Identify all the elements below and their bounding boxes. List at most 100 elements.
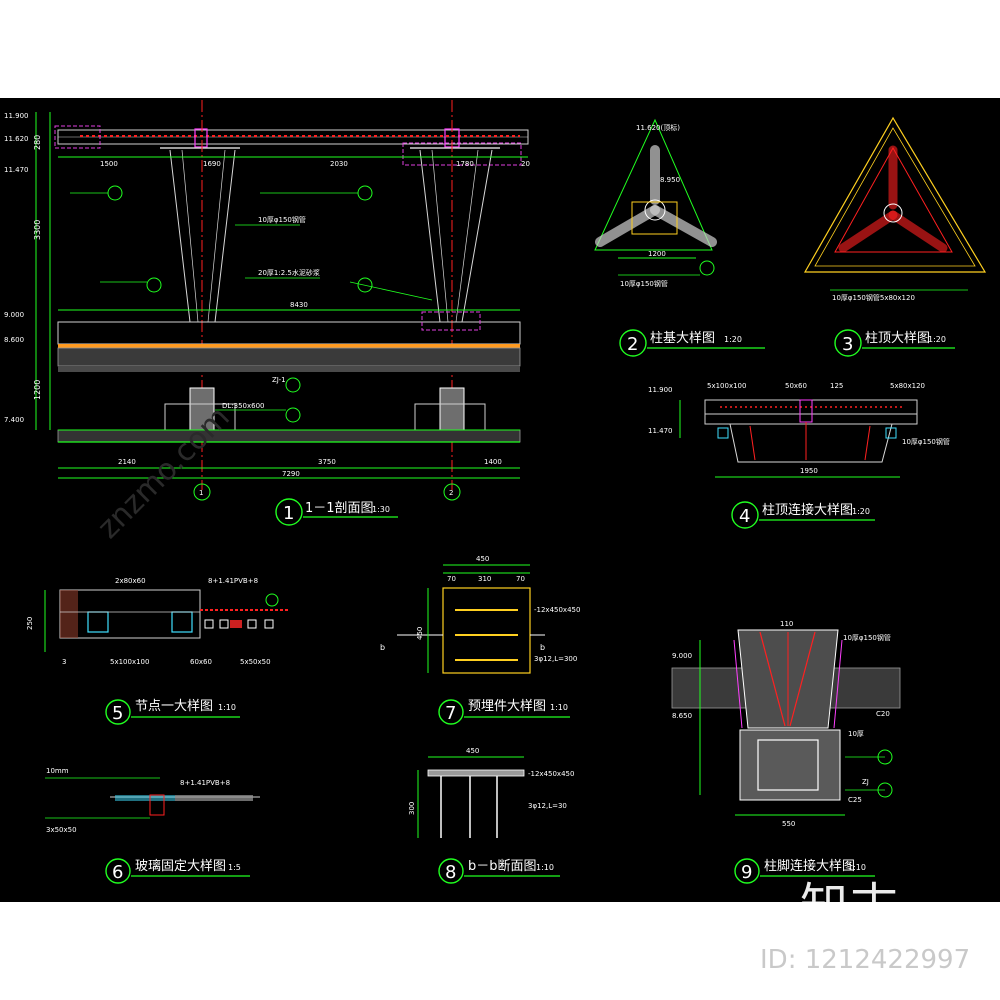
s5-note-2: 8+1.41PVB+8 <box>208 577 258 585</box>
axis-label-2: 2 <box>449 489 453 497</box>
section-7-scale: 1:10 <box>550 703 568 712</box>
top-dim-2: 1690 <box>203 160 221 168</box>
s5-note-6: 5x50x50 <box>240 658 271 666</box>
section-4-drawing <box>679 399 918 529</box>
section-3-scale: 1:20 <box>928 335 946 344</box>
s6-note-1: 10mm <box>46 767 69 775</box>
section-3-drawing <box>803 116 987 357</box>
s9-note-2: C20 <box>876 710 890 718</box>
level-3: 11.470 <box>4 166 29 174</box>
s7-dim-c: 70 <box>516 575 525 583</box>
s4-level-2: 11.470 <box>648 427 673 435</box>
section-7-title: 预埋件大样图 <box>468 699 546 714</box>
bottom-dim-1: 2140 <box>118 458 136 466</box>
s7-dim-b: 310 <box>478 575 491 583</box>
s7-cut-left: b <box>380 643 385 652</box>
section-9-drawing <box>671 629 901 884</box>
section-3-number: 3 <box>842 334 853 355</box>
s9-level-1: 9.000 <box>672 652 692 660</box>
level-1: 11.900 <box>4 112 29 120</box>
axis-label-1: 1 <box>199 489 203 497</box>
s6-note-3: 3x50x50 <box>46 826 77 834</box>
s2-top-level: 11.620(顶标) <box>636 123 680 132</box>
s7-note-1: -12x450x450 <box>534 606 580 614</box>
section-9-title: 柱脚连接大样图 <box>764 858 855 874</box>
section-9-scale: 1:10 <box>848 863 866 872</box>
section-5-drawing <box>44 589 290 725</box>
s6-note-2: 8+1.41PVB+8 <box>180 779 230 787</box>
top-dim-3: 2030 <box>330 160 348 168</box>
s7-top-dim: 450 <box>476 555 489 563</box>
section-5-number: 5 <box>112 703 123 724</box>
image-id-label: ID: 1212422997 <box>760 945 971 975</box>
section-6-number: 6 <box>112 862 123 883</box>
s9-note-4: ZJ <box>862 778 869 786</box>
bottom-dim-3: 1400 <box>484 458 502 466</box>
section-5-scale: 1:10 <box>218 703 236 712</box>
section-8-title: b－b断面图 <box>468 859 537 874</box>
s9-note-3: 10厚 <box>848 730 864 738</box>
s9-note-5: C25 <box>848 796 862 804</box>
section-1-title: 1－1剖面图 <box>305 501 374 516</box>
section-7-number: 7 <box>445 703 456 724</box>
section-2-title: 柱基大样图 <box>650 331 715 346</box>
s9-note-1: 10厚φ150钢管 <box>843 633 891 642</box>
level-2: 11.620 <box>4 135 29 143</box>
s8-side-dim: 300 <box>408 802 416 815</box>
section-7-drawing <box>397 564 570 725</box>
s5-note-1: 2x80x60 <box>115 577 146 585</box>
section-8-drawing <box>417 756 560 884</box>
s7-note-2: 3φ12,L=300 <box>534 655 577 663</box>
s4-note-3: 125 <box>830 382 843 390</box>
cad-drawing-sheet: 11.900 11.620 11.470 9.000 8.600 7.400 1… <box>0 98 1000 902</box>
brand-logo: 知末 <box>800 878 901 934</box>
level-5: 8.600 <box>4 336 24 344</box>
inner-dim: 8430 <box>290 301 308 309</box>
s4-note-5: 10厚φ150钢管 <box>902 437 950 446</box>
section-4-title: 柱顶连接大样图 <box>762 502 853 518</box>
s9-bottom-dim: 550 <box>782 820 795 828</box>
note-steel-pipe: 10厚φ150钢管 <box>258 215 306 224</box>
s5-dim: 250 <box>26 617 34 630</box>
section-1-number: 1 <box>283 503 294 524</box>
section-9-number: 9 <box>741 862 752 883</box>
s9-level-2: 8.650 <box>672 712 692 720</box>
top-dim-4: 1780 <box>456 160 474 168</box>
s8-note-2: 3φ12,L=30 <box>528 802 567 810</box>
s5-note-4: 5x100x100 <box>110 658 149 666</box>
s2-dim: 1200 <box>648 250 666 258</box>
section-2-drawing <box>594 118 765 357</box>
s2-note: 10厚φ150钢管 <box>620 279 668 288</box>
section-8-number: 8 <box>445 862 456 883</box>
s7-side-dim: 450 <box>416 627 424 640</box>
top-dim-5: 20 <box>521 160 530 168</box>
total-dim: 7290 <box>282 470 300 478</box>
section-6-scale: 1:5 <box>228 863 241 872</box>
section-8-scale: 1:10 <box>536 863 554 872</box>
cad-drawing: 11.900 11.620 11.470 9.000 8.600 7.400 1… <box>4 100 987 884</box>
section-4-scale: 1:20 <box>852 507 870 516</box>
s8-note-1: -12x450x450 <box>528 770 574 778</box>
section-4-number: 4 <box>739 506 750 527</box>
s8-top-dim: 450 <box>466 747 479 755</box>
note-mortar: 20厚1:2.5水泥砂浆 <box>258 268 320 277</box>
section-1-scale: 1:30 <box>372 505 390 514</box>
note-beam: DL:350x600 <box>222 402 265 410</box>
top-dim-1: 1500 <box>100 160 118 168</box>
s4-level-1: 11.900 <box>648 386 673 394</box>
section-3-title: 柱顶大样图 <box>865 331 930 346</box>
section-2-scale: 1:20 <box>724 335 742 344</box>
bottom-dim-2: 3750 <box>318 458 336 466</box>
s9-top-dim: 110 <box>780 620 793 628</box>
s3-note: 10厚φ150钢管5x80x120 <box>832 293 915 302</box>
s5-note-5: 60x60 <box>190 658 212 666</box>
site-watermark: znzmo.com <box>91 400 237 546</box>
left-dim-6: 1200 <box>33 380 42 400</box>
section-2-number: 2 <box>627 334 638 355</box>
level-4: 9.000 <box>4 311 24 319</box>
level-6: 7.400 <box>4 416 24 424</box>
section-1-drawing <box>35 100 529 526</box>
s7-cut-right: b <box>540 643 545 652</box>
s7-dim-a: 70 <box>447 575 456 583</box>
s4-note-4: 5x80x120 <box>890 382 925 390</box>
